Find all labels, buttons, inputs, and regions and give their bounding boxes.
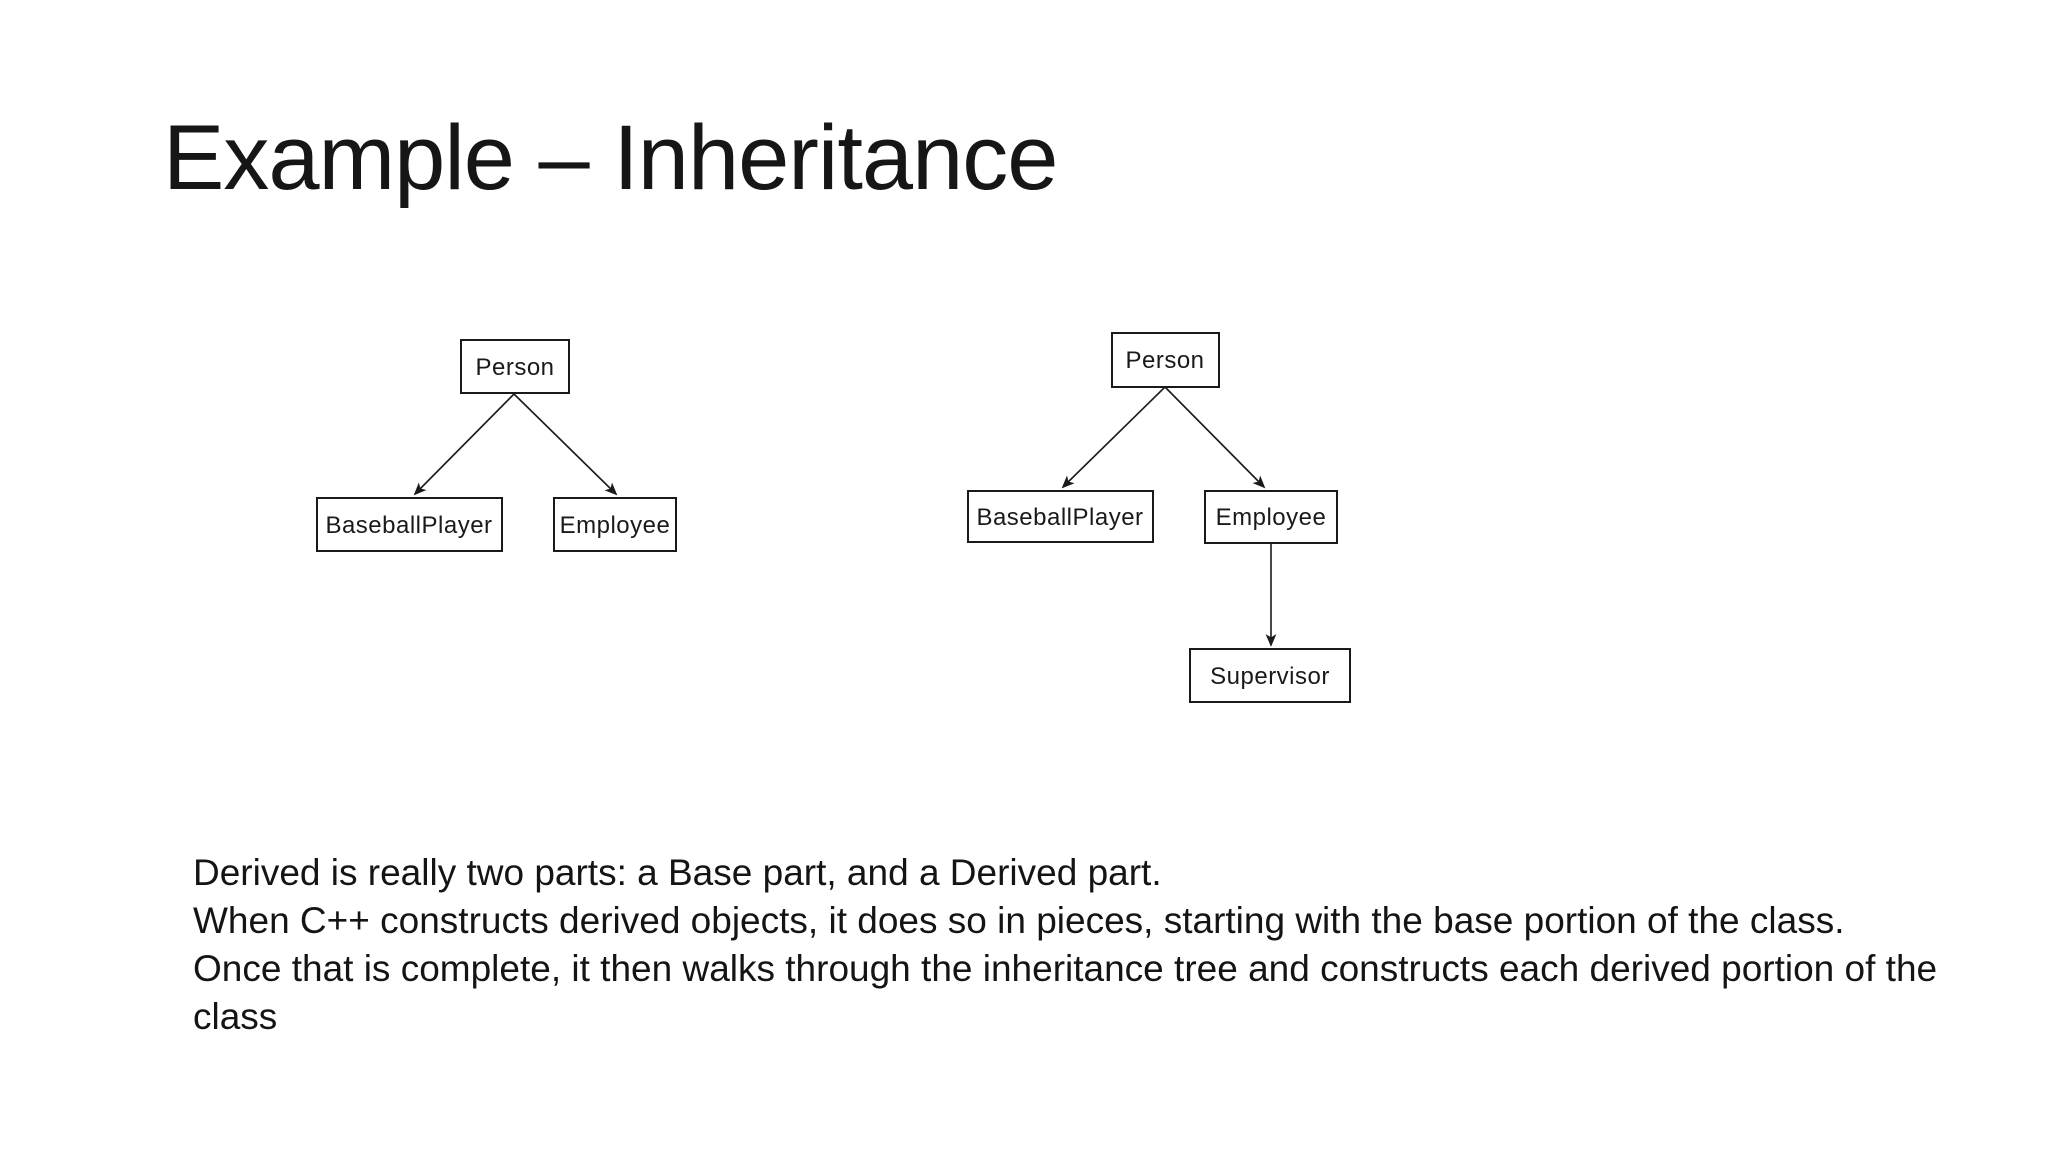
body-line-4: class	[193, 996, 278, 1037]
node-person-label: Person	[1125, 347, 1204, 374]
edge-person-baseballplayer	[413, 393, 515, 496]
inheritance-diagram-left: Person BaseballPlayer Employee	[316, 339, 677, 552]
node-employee: Employee	[553, 497, 677, 552]
node-employee: Employee	[1204, 490, 1338, 544]
node-baseballplayer: BaseballPlayer	[967, 490, 1154, 543]
node-person-box	[1111, 332, 1220, 388]
body-line-2: When C++ constructs derived objects, it …	[193, 900, 1845, 941]
body-line-3: Once that is complete, it then walks thr…	[193, 948, 1938, 989]
node-person-box	[460, 339, 570, 394]
node-supervisor-label: Supervisor	[1210, 663, 1330, 690]
node-supervisor-box	[1189, 648, 1351, 703]
node-baseballplayer-label: BaseballPlayer	[976, 504, 1143, 531]
node-employee-box	[553, 497, 677, 552]
node-person: Person	[460, 339, 570, 394]
node-person: Person	[1111, 332, 1220, 388]
node-baseballplayer-box	[967, 490, 1154, 543]
slide-title: Example – Inheritance	[163, 107, 1058, 209]
body-text-block: Derived is really two parts: a Base part…	[193, 849, 1937, 1041]
node-employee-label: Employee	[560, 512, 671, 539]
node-person-label: Person	[475, 354, 554, 381]
node-supervisor: Supervisor	[1189, 648, 1351, 703]
node-employee-label: Employee	[1216, 504, 1327, 531]
body-line-1: Derived is really two parts: a Base part…	[193, 852, 1162, 893]
node-baseballplayer: BaseballPlayer	[316, 497, 503, 552]
node-baseballplayer-box	[316, 497, 503, 552]
inheritance-diagram-right: Person BaseballPlayer Employee Superviso…	[967, 332, 1351, 703]
edge-person-baseballplayer	[1061, 386, 1166, 489]
node-employee-box	[1204, 490, 1338, 544]
edge-person-employee	[513, 393, 618, 496]
node-baseballplayer-label: BaseballPlayer	[325, 512, 492, 539]
edge-person-employee	[1164, 386, 1266, 489]
